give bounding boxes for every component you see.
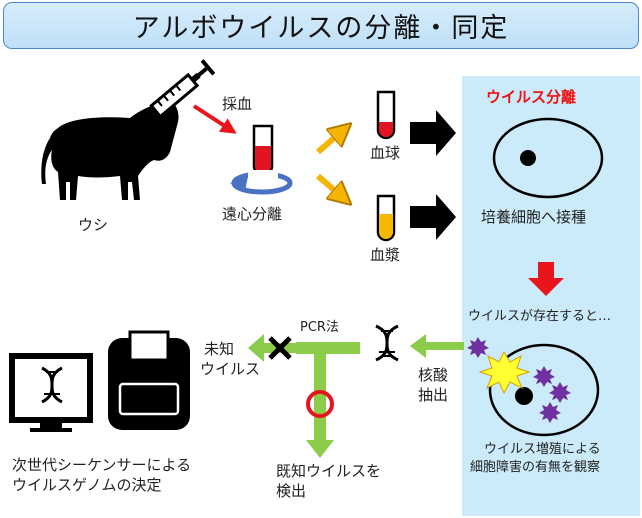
sequencer-icon bbox=[108, 330, 190, 430]
virus-icon bbox=[533, 366, 555, 387]
blood-clot-tube-icon bbox=[376, 90, 396, 140]
title-banner: アルボウイルスの分離・同定 bbox=[3, 2, 639, 49]
orange-arrow-down bbox=[316, 173, 348, 202]
cow-label: ウシ bbox=[78, 216, 109, 234]
monitor-icon bbox=[9, 353, 93, 432]
black-arrow-clot bbox=[410, 110, 456, 156]
observe-label-line2: 細胞障害の有無を観察 bbox=[470, 460, 601, 475]
syringe-icon bbox=[142, 59, 216, 123]
blood-draw-label: 採血 bbox=[222, 95, 253, 113]
page-title: アルボウイルスの分離・同定 bbox=[132, 13, 510, 44]
centrifuge-arrow-icon bbox=[230, 170, 293, 195]
unknown-virus-label-line2: ウイルス bbox=[200, 360, 261, 378]
blood-clot-label: 血球 bbox=[370, 144, 401, 162]
virus-particles bbox=[467, 337, 571, 423]
virus-isolation-header: ウイルス分離 bbox=[486, 88, 577, 106]
ngs-label-line1: 次世代シーケンサーによる bbox=[12, 456, 192, 474]
extract-label-line2: 抽出 bbox=[418, 386, 449, 404]
green-arrow-extract bbox=[410, 334, 464, 358]
cultured-cell-icon bbox=[492, 117, 604, 199]
pcr-label: PCR法 bbox=[300, 320, 339, 335]
virus-icon bbox=[549, 382, 571, 403]
plasma-tube-icon bbox=[376, 194, 396, 242]
known-virus-label-line1: 既知ウイルスを bbox=[276, 462, 382, 480]
red-down-arrow bbox=[528, 262, 564, 296]
virus-burst-icon bbox=[478, 350, 531, 395]
virus-icon bbox=[539, 402, 561, 423]
inoculate-label: 培養細胞へ接種 bbox=[481, 208, 587, 226]
centrifuge-label: 遠心分離 bbox=[222, 205, 283, 223]
unknown-virus-label-line1: 未知 bbox=[204, 340, 235, 358]
known-virus-label-line2: 検出 bbox=[276, 482, 307, 500]
if-virus-label: ウイルスが存在すると… bbox=[468, 309, 612, 324]
extract-label-line1: 核酸 bbox=[418, 366, 449, 384]
orange-arrow-up bbox=[316, 126, 348, 155]
red-arrow bbox=[192, 104, 237, 134]
virus-icon bbox=[467, 337, 489, 358]
blood-tube-icon bbox=[252, 124, 274, 177]
observe-label-line1: ウイルス増殖による bbox=[484, 442, 601, 457]
dna-icon bbox=[375, 324, 399, 362]
ngs-label-line2: ウイルスゲノムの決定 bbox=[12, 476, 162, 494]
black-arrow-plasma bbox=[410, 194, 456, 240]
cross-icon bbox=[268, 336, 292, 360]
pcr-branch-arrows bbox=[248, 334, 360, 458]
plasma-label: 血漿 bbox=[370, 246, 401, 264]
circle-mark-icon bbox=[306, 390, 334, 418]
